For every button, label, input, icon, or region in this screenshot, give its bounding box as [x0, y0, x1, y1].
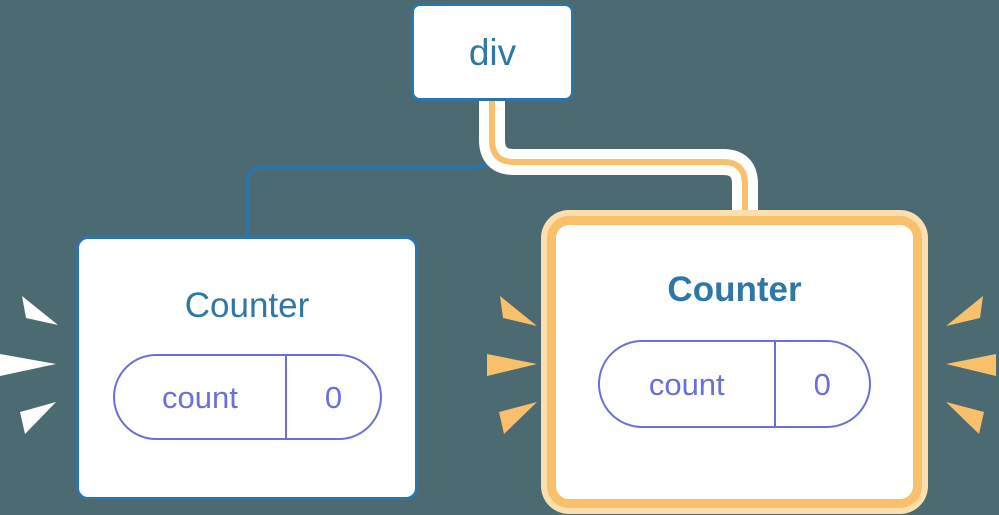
counter-left-state-key: count — [115, 356, 288, 438]
edge-root-to-right-counter-halo — [479, 101, 758, 232]
sparkle-wedge-lower — [20, 402, 56, 434]
node-counter-right[interactable]: Counter count 0 — [547, 216, 922, 508]
sparkle-group-right — [936, 280, 996, 450]
counter-right-state-value: 0 — [813, 366, 831, 402]
node-div[interactable]: div — [411, 3, 574, 101]
sparkle-wedge-lower — [946, 402, 984, 434]
edge-root-to-left-counter — [245, 99, 494, 241]
node-counter-left[interactable]: Counter count 0 — [76, 236, 418, 500]
sparkle-wedge-middle — [0, 354, 56, 376]
counter-right-state-key: count — [600, 342, 776, 426]
counter-left-title: Counter — [184, 286, 310, 325]
sparkle-wedge-lower — [499, 402, 537, 434]
sparkle-wedge-upper — [22, 296, 58, 325]
sparkle-wedge-middle — [946, 354, 996, 376]
counter-left-state-pill: count 0 — [112, 354, 382, 440]
sparkle-group-middle — [487, 280, 545, 450]
sparkle-wedge-upper — [946, 296, 983, 326]
counter-right-state-pill: count 0 — [598, 340, 871, 428]
counter-right-title: Counter — [667, 270, 802, 309]
edge-root-to-right-counter — [489, 101, 748, 232]
counter-left-state-value: 0 — [324, 379, 343, 415]
sparkle-wedge-middle — [487, 354, 537, 376]
sparkle-group-left — [0, 280, 62, 450]
node-div-label: div — [468, 31, 517, 73]
sparkle-wedge-upper — [500, 296, 537, 326]
